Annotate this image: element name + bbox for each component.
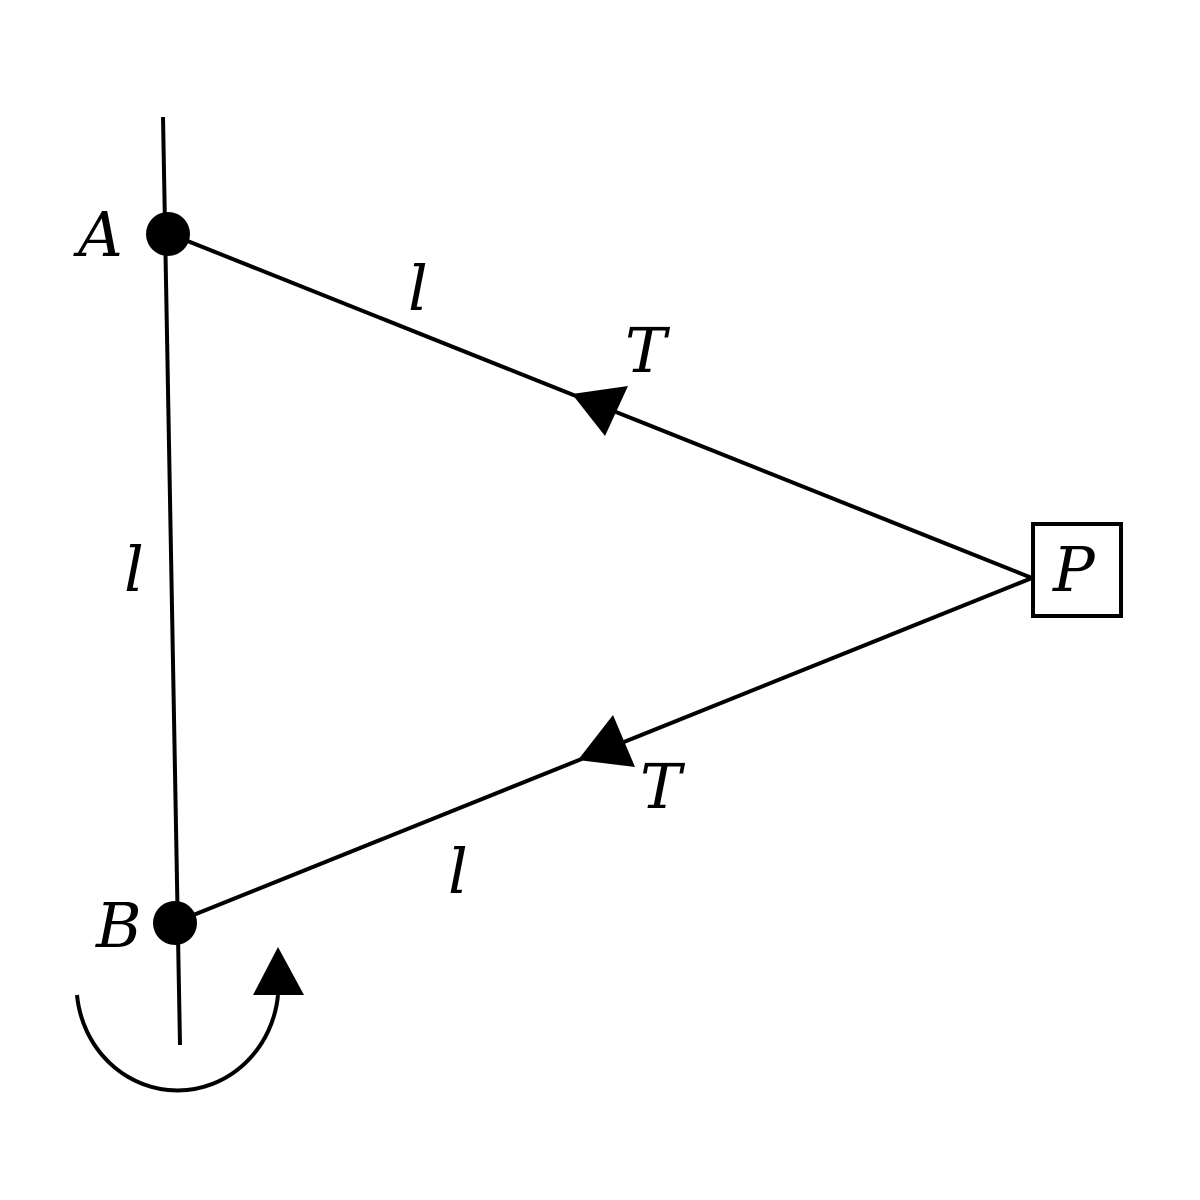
label-tension-upper: T bbox=[625, 314, 671, 387]
rotation-arc bbox=[75, 994, 280, 1093]
mass-box bbox=[1031, 522, 1123, 618]
label-length-lower: l bbox=[448, 835, 468, 908]
rotation-arrowhead-icon bbox=[253, 947, 304, 995]
label-length-axis: l bbox=[124, 533, 144, 606]
point-b-dot bbox=[153, 901, 197, 945]
tension-arrow-upper bbox=[572, 386, 628, 436]
label-tension-lower: T bbox=[640, 750, 686, 823]
point-a-dot bbox=[146, 212, 190, 256]
label-point-a: A bbox=[73, 198, 123, 271]
vertical-axis bbox=[161, 116, 182, 1046]
label-point-b: B bbox=[95, 889, 142, 962]
label-mass-p: P bbox=[1052, 533, 1096, 606]
label-length-upper: l bbox=[408, 252, 428, 325]
tension-arrow-lower bbox=[578, 715, 635, 767]
